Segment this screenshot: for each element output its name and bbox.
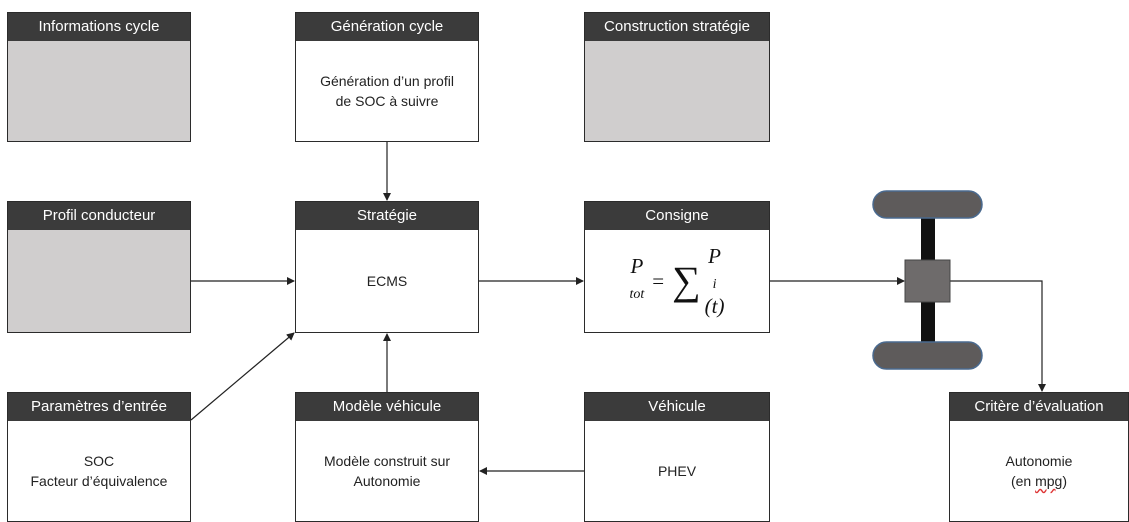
rear-wheel [872, 341, 983, 370]
profil-conducteur-body [8, 230, 190, 332]
construction-strategie-body [585, 41, 769, 141]
generation-cycle-line-2: de SOC à suivre [335, 93, 439, 109]
generation-cycle-line-1: Génération d’un profil [320, 73, 454, 89]
modele-vehicule-line-1: Modèle construit sur [323, 453, 451, 469]
parametres-entree-line-2: Facteur d’équivalence [30, 473, 168, 489]
construction-strategie-title: Construction stratégie [585, 13, 769, 41]
formula-lhs-symbol: P [630, 254, 644, 279]
spellcheck-word: mpg [1035, 473, 1063, 489]
consigne-title: Consigne [585, 202, 769, 230]
construction-strategie-block: Construction stratégie [584, 12, 770, 142]
strategie-line-1: ECMS [366, 273, 408, 289]
vehicule-block: Véhicule PHEV [584, 392, 770, 522]
front-wheel [872, 190, 983, 219]
generation-cycle-title: Génération cycle [296, 13, 478, 41]
critere-evaluation-line-2: (en mpg) [1010, 473, 1068, 489]
informations-cycle-title: Informations cycle [8, 13, 190, 41]
parametres-entree-block: Paramètres d’entrée SOC Facteur d’équiva… [7, 392, 191, 522]
arrow-vehicle-to-critere [950, 280, 1046, 392]
parametres-entree-line-1: SOC [83, 453, 115, 469]
formula-rhs-symbol: P [708, 244, 721, 269]
vehicle-axle-icon [872, 190, 983, 370]
strategie-body: ECMS [296, 230, 478, 332]
formula-rhs-arg: (t) [704, 293, 725, 318]
strategie-block: Stratégie ECMS [295, 201, 479, 333]
vehicule-body: PHEV [585, 421, 769, 521]
generation-cycle-block: Génération cycle Génération d’un profil … [295, 12, 479, 142]
profil-conducteur-title: Profil conducteur [8, 202, 190, 230]
generation-cycle-body: Génération d’un profil de SOC à suivre [296, 41, 478, 141]
vehicule-title: Véhicule [585, 393, 769, 421]
formula-sum-symbol: ∑ [672, 258, 701, 303]
vehicle-hub [904, 259, 951, 303]
arrow-parametres-to-strategie [190, 332, 295, 421]
formula-lhs-sub: tot [629, 287, 645, 303]
modele-vehicule-block: Modèle véhicule Modèle construit sur Aut… [295, 392, 479, 522]
vehicule-line-1: PHEV [657, 463, 697, 479]
informations-cycle-body [8, 41, 190, 141]
profil-conducteur-block: Profil conducteur [7, 201, 191, 333]
critere-evaluation-line-1: Autonomie [1005, 453, 1073, 469]
critere-evaluation-block: Critère d’évaluation Autonomie (en mpg) [949, 392, 1129, 522]
strategie-title: Stratégie [296, 202, 478, 230]
modele-vehicule-line-2: Autonomie [353, 473, 421, 489]
modele-vehicule-body: Modèle construit sur Autonomie [296, 421, 478, 521]
informations-cycle-block: Informations cycle [7, 12, 191, 142]
critere-evaluation-title: Critère d’évaluation [950, 393, 1128, 421]
parametres-entree-body: SOC Facteur d’équivalence [8, 421, 190, 521]
parametres-entree-title: Paramètres d’entrée [8, 393, 190, 421]
modele-vehicule-title: Modèle véhicule [296, 393, 478, 421]
formula-equals: = [652, 269, 665, 293]
critere-evaluation-body: Autonomie (en mpg) [950, 421, 1128, 521]
formula-rhs-sub: i [712, 277, 717, 293]
